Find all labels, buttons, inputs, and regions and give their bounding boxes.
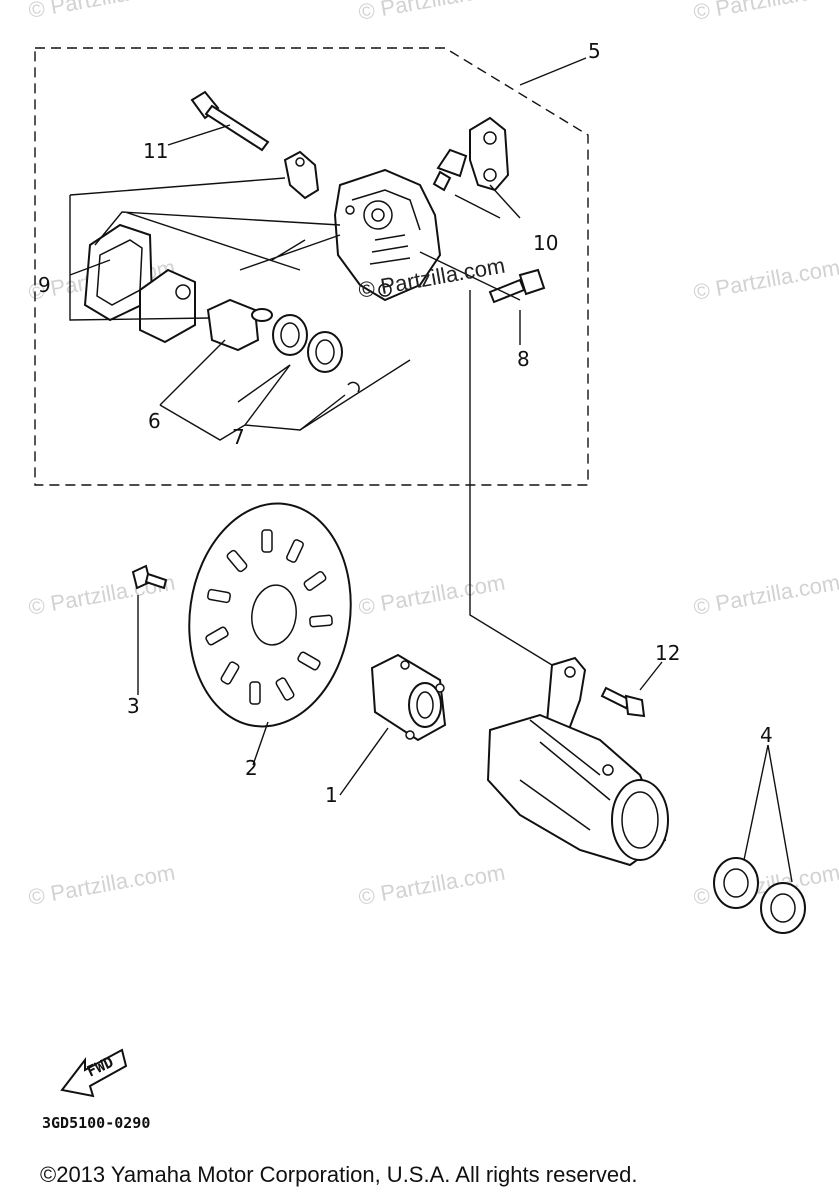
callout-2: 2 bbox=[245, 756, 258, 780]
callout-11: 11 bbox=[143, 139, 168, 163]
diagram-code: 3GD5100-0290 bbox=[42, 1114, 150, 1132]
watermark: © Partzilla.com bbox=[692, 0, 839, 25]
watermark: © Partzilla.com bbox=[357, 570, 507, 620]
caliper-housing bbox=[486, 656, 669, 867]
callout-1: 1 bbox=[325, 783, 338, 807]
callout-4: 4 bbox=[760, 723, 773, 747]
caliper-bracket bbox=[432, 116, 510, 192]
copyright-notice: ©2013 Yamaha Motor Corporation, U.S.A. A… bbox=[40, 1162, 637, 1187]
callout-12: 12 bbox=[655, 641, 680, 665]
brake-disc bbox=[188, 502, 352, 728]
callout-9: 9 bbox=[38, 273, 51, 297]
watermark-group: © Partzilla.com © Partzilla.com © Partzi… bbox=[27, 0, 839, 910]
watermark: © Partzilla.com bbox=[692, 255, 839, 305]
watermark: © Partzilla.com bbox=[27, 860, 177, 910]
pin-bolt bbox=[190, 90, 270, 152]
mounting-bolt bbox=[600, 686, 646, 718]
lock-nuts bbox=[713, 857, 806, 934]
piston-seals bbox=[272, 314, 360, 393]
callout-3: 3 bbox=[127, 694, 140, 718]
callout-8: 8 bbox=[517, 347, 530, 371]
watermark: © Partzilla.com bbox=[357, 0, 507, 25]
disc-hub bbox=[370, 653, 447, 742]
pad-clip bbox=[283, 150, 320, 200]
watermark: © Partzilla.com bbox=[27, 0, 177, 23]
caliper-body bbox=[333, 168, 442, 302]
caliper-piston bbox=[206, 298, 273, 352]
caliper-assembly-boundary bbox=[34, 47, 589, 486]
leader-lines bbox=[69, 57, 793, 883]
watermark: © Partzilla.com bbox=[357, 860, 507, 910]
callout-labels: 1 2 3 4 5 6 7 8 9 10 11 12 bbox=[38, 39, 773, 807]
bleed-bolt bbox=[488, 268, 546, 304]
callout-7: 7 bbox=[232, 425, 245, 449]
watermark: © Partzilla.com bbox=[692, 570, 839, 620]
disc-screw bbox=[131, 564, 168, 590]
callout-5: 5 bbox=[588, 39, 601, 63]
brake-pads bbox=[83, 223, 196, 344]
callout-6: 6 bbox=[148, 409, 161, 433]
fwd-arrow: FWD bbox=[60, 1048, 128, 1098]
callout-10: 10 bbox=[533, 231, 558, 255]
